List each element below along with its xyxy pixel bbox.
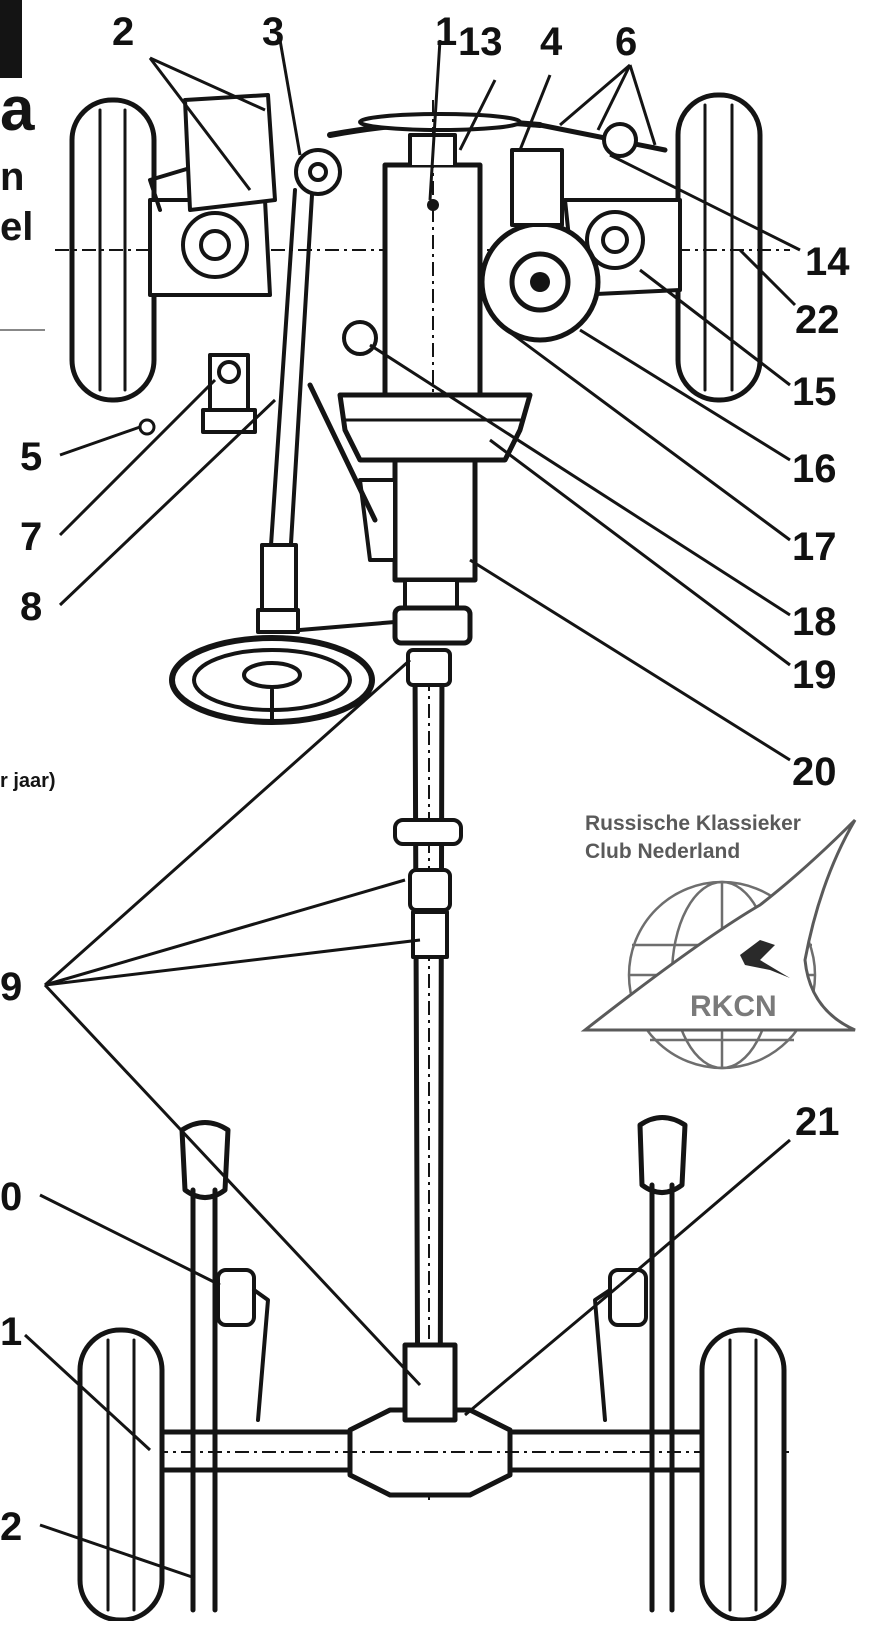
rear-left-wheel: [77, 1327, 165, 1623]
air-cleaner: [183, 93, 277, 212]
rear-axle: [100, 1342, 790, 1498]
title-fragment-n: n: [0, 155, 24, 199]
label-14: 14: [805, 240, 850, 284]
title-fragment-el: el: [0, 205, 33, 249]
generator-pulley: [479, 221, 601, 343]
output-flange: [298, 578, 473, 646]
logo-line-1: Russische Klassieker: [585, 812, 801, 835]
label-1-top: 1: [435, 10, 457, 54]
label-3: 3: [262, 10, 284, 54]
label-18: 18: [792, 600, 837, 644]
part-labels: 1 2 3 13 4 6 14 22 15 16 17 18 19 20 5 7…: [0, 10, 850, 1549]
label-20: 20: [792, 750, 837, 794]
label-8: 8: [20, 585, 42, 629]
label-13: 13: [458, 20, 503, 64]
title-fragment-a: a: [0, 75, 35, 144]
label-15: 15: [792, 370, 837, 414]
steering-column: [256, 148, 342, 634]
title-block: [0, 0, 22, 78]
clutch-housing: [337, 392, 533, 463]
label-1-bottom: 1: [0, 1310, 22, 1354]
label-2-bottom: 2: [0, 1505, 22, 1549]
steering-wheel: [169, 635, 375, 725]
label-5: 5: [20, 435, 42, 479]
label-19: 19: [792, 653, 837, 697]
label-0: 0: [0, 1175, 22, 1219]
logo-abbr: RKCN: [690, 990, 777, 1023]
side-note: r jaar): [0, 770, 56, 792]
logo-swoosh: [580, 818, 857, 1032]
oil-filter: [342, 320, 378, 356]
label-6: 6: [615, 20, 637, 64]
label-17: 17: [792, 525, 837, 569]
label-16: 16: [792, 447, 837, 491]
front-linkage: [327, 112, 668, 158]
deer-icon: [740, 940, 790, 978]
label-21: 21: [795, 1100, 840, 1144]
label-2: 2: [112, 10, 134, 54]
rear-left-spring: [179, 1120, 270, 1613]
starter-motor: [201, 353, 257, 434]
logo-line-2: Club Nederland: [585, 840, 740, 863]
leader-lines: [23, 39, 801, 1580]
label-9: 9: [0, 965, 22, 1009]
rear-right-spring: [593, 1115, 688, 1613]
drain-plug: [138, 418, 156, 436]
fuel-pump: [510, 148, 564, 227]
rear-right-wheel: [699, 1327, 787, 1623]
front-right-wheel: [675, 92, 763, 403]
label-7: 7: [20, 515, 42, 559]
label-4: 4: [540, 20, 563, 64]
label-22: 22: [795, 298, 840, 342]
rkcn-logo: Russische Klassieker Club Nederland RKCN: [580, 812, 857, 1070]
